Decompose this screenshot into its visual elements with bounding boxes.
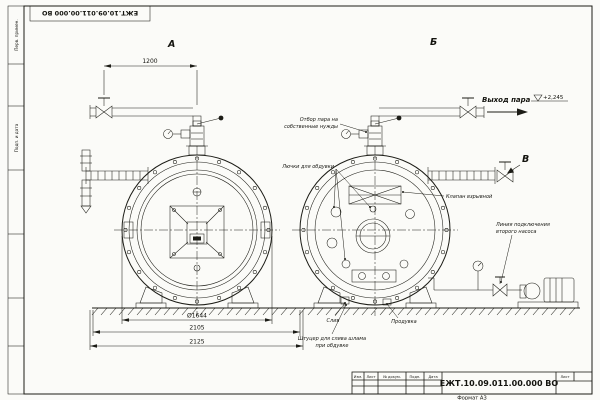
safety-valve-b bbox=[341, 115, 402, 156]
view-a-label: А bbox=[167, 39, 175, 50]
pressure-gauge-a-icon bbox=[163, 129, 173, 139]
dim-diameter-text: Ø1644 bbox=[187, 313, 207, 320]
tb-col-date: Дата bbox=[428, 375, 437, 379]
callout-steam-tap-line2: собственные нужды bbox=[284, 124, 338, 130]
dimension-diameter: Ø1644 bbox=[121, 236, 273, 324]
stop-valve-a-icon bbox=[89, 97, 113, 119]
callout-drain-text: Слив bbox=[327, 318, 340, 324]
format-label: Формат А3 bbox=[457, 396, 487, 400]
pressure-gauge-b-icon bbox=[341, 129, 351, 139]
drawing-frame: Перв. примен. Подп. и дата ЕЖТ.10.09.011… bbox=[7, 5, 593, 395]
dimension-2105: 2105 bbox=[92, 310, 301, 336]
steam-outlet-label: Выход пара bbox=[482, 96, 531, 104]
ground-hatch bbox=[91, 307, 576, 316]
callout-pump-line: Линия подключения второго насоса bbox=[495, 222, 550, 283]
tb-col-doc: № докум. bbox=[383, 375, 401, 379]
explosion-hatch bbox=[348, 185, 402, 205]
callout-explosion-text: Клапан взрывной bbox=[446, 194, 493, 200]
callout-hatches-text: Лючки для обдувки bbox=[281, 164, 335, 170]
feed-piping bbox=[428, 277, 522, 291]
front-flange-bolts bbox=[123, 156, 271, 304]
gauge-column-a bbox=[80, 149, 149, 214]
manhole bbox=[355, 218, 391, 254]
callout-steam-tap: Отбор пара на собственные нужды bbox=[284, 117, 367, 133]
rail-a-ticks bbox=[90, 171, 141, 180]
pressure-gauge-icon bbox=[472, 260, 484, 272]
pressure-gauge-stand bbox=[472, 260, 484, 290]
safety-valve-a bbox=[163, 115, 224, 156]
callout-hatches: Лючки для обдувки bbox=[281, 164, 371, 260]
door-hinge-left bbox=[123, 221, 134, 239]
stamp-perv-primen: Перв. примен. bbox=[14, 19, 19, 50]
callout-pump-line1: Линия подключения bbox=[495, 222, 550, 228]
title-block: Изм. Лист № докум. Подп. Дата Лист ЕЖТ.1… bbox=[351, 371, 593, 400]
centerlines bbox=[114, 146, 458, 316]
callout-sludge-line2: при обдувке bbox=[316, 343, 349, 349]
stamp-podp-data: Подп. и дата bbox=[14, 123, 19, 152]
door-latch-right bbox=[260, 221, 271, 239]
callout-explosion-valve: Клапан взрывной bbox=[402, 191, 493, 200]
burner-door bbox=[169, 187, 225, 272]
rail-b bbox=[427, 161, 514, 184]
tb-col-list: Лист bbox=[366, 375, 375, 379]
stamp-column: Перв. примен. Подп. и дата bbox=[8, 19, 24, 347]
view-b-label: Б bbox=[430, 37, 437, 48]
elevation-value: +2,245 bbox=[543, 95, 564, 101]
callout-sludge-line1: Штуцер для слива шлама bbox=[298, 336, 366, 342]
feed-pump bbox=[517, 277, 579, 309]
dim-1200-text: 1200 bbox=[142, 58, 157, 65]
tb-document-code: ЕЖТ.10.09.011.00.000 ВО bbox=[440, 379, 559, 388]
code-top-text: ЕЖТ.10.09.011.00.000 ВО bbox=[41, 9, 138, 17]
dim-2105-text: 2105 bbox=[189, 325, 204, 332]
steam-pipe-a bbox=[89, 97, 202, 127]
ground-line bbox=[91, 307, 580, 316]
callout-blowdown-text: Продувка bbox=[391, 319, 416, 325]
blow-hatch-nozzles bbox=[326, 205, 415, 283]
shutoff-valve-icon bbox=[492, 276, 508, 297]
dimension-2125: 2125 bbox=[89, 310, 304, 350]
rail-b-ticks bbox=[431, 171, 489, 180]
pump-head-icon bbox=[523, 282, 541, 300]
callout-blowdown: Продувка bbox=[386, 303, 417, 325]
steam-outlet-arrow: Выход пара bbox=[482, 96, 531, 116]
callout-pump-line2: второго насоса bbox=[496, 229, 536, 235]
stop-valve-b-icon bbox=[459, 97, 477, 119]
callout-drain: Слив bbox=[327, 302, 346, 324]
steam-pipe-b bbox=[370, 97, 485, 127]
dim-2125-text: 2125 bbox=[189, 339, 204, 346]
tb-sheet-label: Лист bbox=[560, 375, 569, 379]
callout-steam-tap-line1: Отбор пара на bbox=[300, 117, 338, 123]
callout-sludge-fitting: Штуцер для слива шлама при обдувке bbox=[298, 304, 366, 349]
code-top-cell: ЕЖТ.10.09.011.00.000 ВО bbox=[29, 5, 151, 22]
tb-col-sign: Подп. bbox=[410, 375, 421, 379]
dimension-1200: 1200 bbox=[103, 58, 198, 105]
view-v-label: В bbox=[522, 154, 529, 165]
rear-flange-bolts bbox=[301, 156, 449, 304]
elevation-mark: +2,245 bbox=[531, 94, 568, 102]
tb-col-izm: Изм. bbox=[354, 375, 362, 379]
view-arrow-v: В bbox=[507, 154, 529, 174]
